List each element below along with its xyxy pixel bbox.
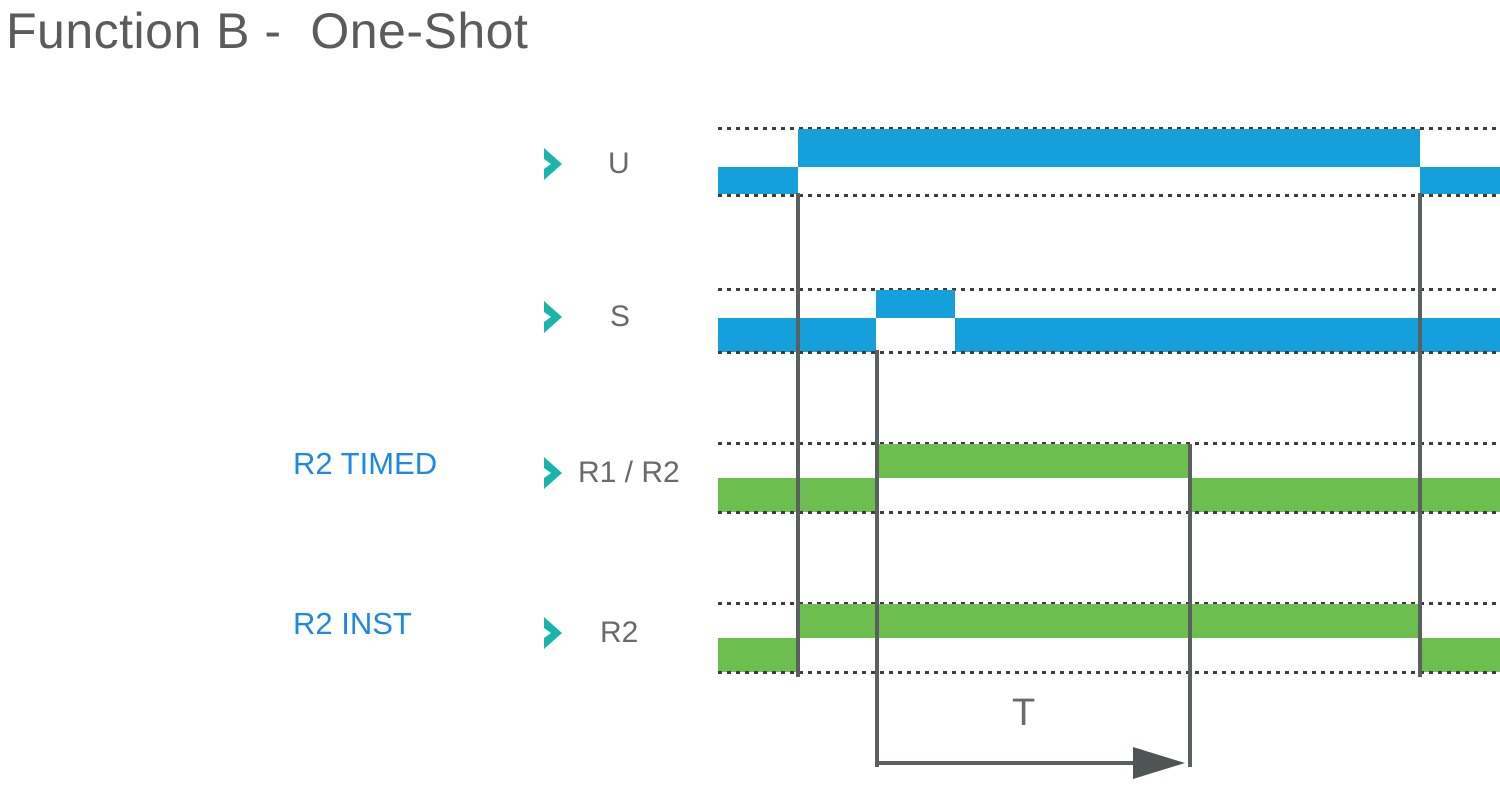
duration-label-t: T [1012, 692, 1036, 734]
gridline-s-high [718, 288, 1500, 291]
signal-label-r1-r2: R1 / R2 [578, 456, 680, 489]
cursor-s-trigger-edge [875, 350, 879, 767]
gridline-u-low [718, 194, 1500, 197]
chevron-right-icon [542, 147, 564, 181]
annotation-r2-timed: R2 TIMED [293, 446, 438, 481]
page-title: Function B - One-Shot [6, 3, 529, 59]
waveform-r2-high-segment [798, 604, 1420, 638]
gridline-r1r2-high [718, 442, 1500, 445]
waveform-s-low-segment-right [955, 318, 1500, 352]
signal-label-u: U [608, 147, 630, 180]
signal-label-r2: R2 [600, 616, 639, 649]
waveform-r1r2-low-segment-right [1190, 478, 1500, 512]
chevron-right-icon [542, 616, 564, 650]
waveform-plot [718, 115, 1500, 690]
gridline-r2-high [718, 602, 1500, 605]
waveform-u-low-segment-left [718, 167, 798, 194]
gridline-r1r2-low [718, 511, 1500, 514]
annotation-r2-inst: R2 INST [293, 606, 412, 641]
gridline-s-low [718, 351, 1500, 354]
signal-label-s: S [610, 300, 631, 333]
waveform-r2-low-segment-left [718, 638, 798, 672]
cursor-u-falling-edge [1418, 193, 1422, 677]
waveform-u-high-segment [798, 129, 1420, 167]
waveform-u-low-segment-right [1420, 167, 1500, 194]
gridline-r2-low [718, 671, 1500, 674]
chevron-right-icon [542, 456, 564, 490]
gridline-u-high [718, 127, 1500, 130]
cursor-u-rising-edge [796, 193, 800, 677]
waveform-r2-low-segment-right [1420, 638, 1500, 672]
waveform-s-high-pulse [876, 290, 955, 318]
cursor-t-end [1188, 444, 1192, 767]
chevron-right-icon [542, 300, 564, 334]
waveform-r1r2-high-segment [877, 444, 1190, 478]
